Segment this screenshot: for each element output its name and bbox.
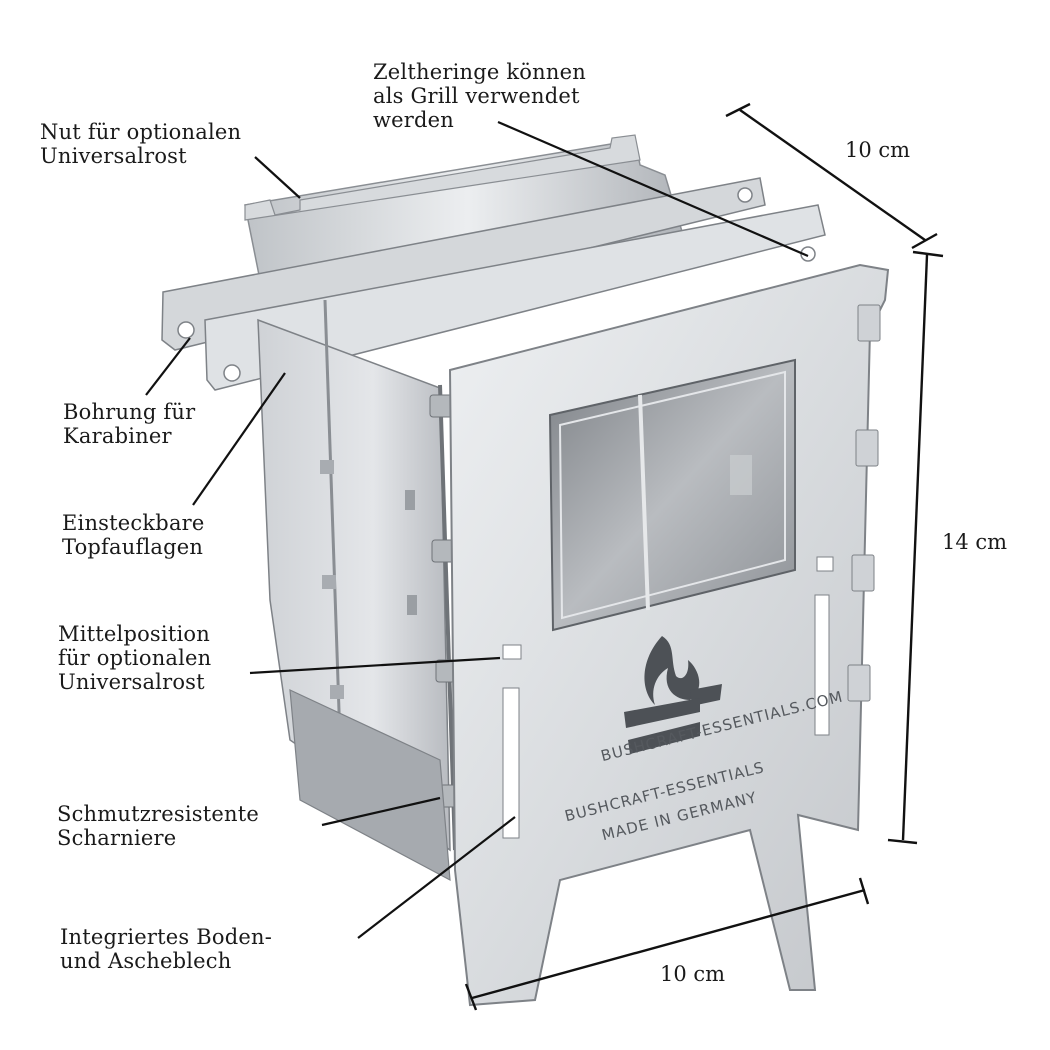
- dimension-depth: 10 cm: [845, 138, 911, 162]
- width-line: [471, 888, 866, 1000]
- bottom-plate: [289, 689, 451, 882]
- leader-bohrung: [145, 337, 191, 396]
- front-panel: [448, 263, 890, 1007]
- pot-support-right: [204, 204, 826, 391]
- leader-bodenblech: [357, 816, 516, 939]
- label-mittelposition: Mittelposition für optionalen Universalr…: [58, 622, 212, 694]
- label-topfauflagen: Einsteckbare Topfauflagen: [62, 511, 205, 559]
- dimension-height: 14 cm: [942, 530, 1008, 554]
- flame-logo: [624, 636, 722, 754]
- leader-zeltheringe: [497, 120, 809, 258]
- label-bohrung-karabiner: Bohrung für Karabiner: [63, 400, 196, 448]
- dimension-width: 10 cm: [660, 962, 726, 986]
- dimension-lines: [464, 102, 944, 1011]
- callout-lines: [145, 120, 809, 939]
- leader-nut: [254, 156, 301, 199]
- leader-topfauflagen: [192, 372, 286, 506]
- label-nut-universalrost: Nut für optionalen Universalrost: [40, 120, 242, 168]
- leader-scharniere: [321, 796, 441, 827]
- label-zeltheringe: Zeltheringe können als Grill verwendet w…: [373, 60, 586, 132]
- depth-line: [739, 109, 926, 241]
- leader-mittelposition: [249, 656, 501, 675]
- label-scharniere: Schmutzresistente Scharniere: [57, 802, 260, 850]
- height-line: [901, 254, 929, 841]
- label-bodenblech: Integriertes Boden- und Ascheblech: [60, 925, 273, 973]
